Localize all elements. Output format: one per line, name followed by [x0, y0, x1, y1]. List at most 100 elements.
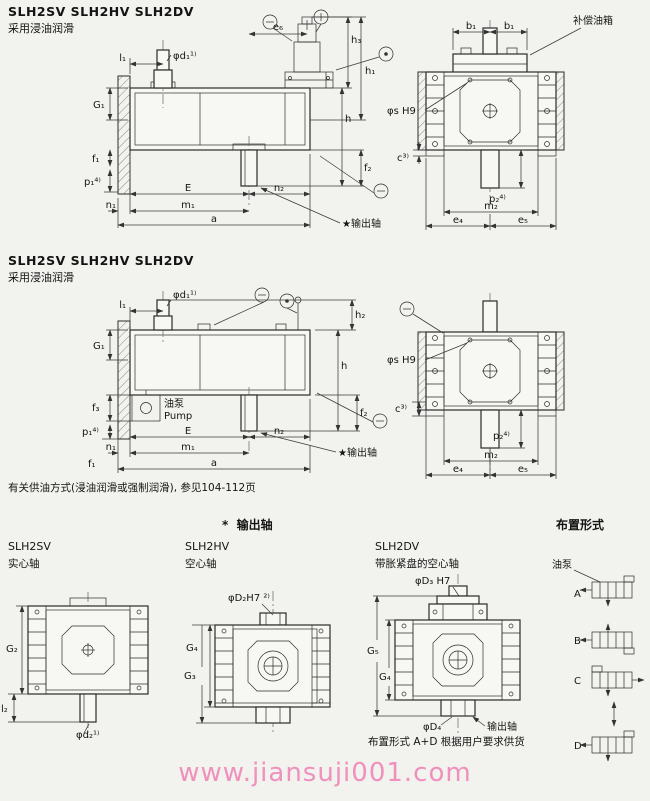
section-mid-subtitle: 采用浸油润滑: [8, 271, 74, 284]
compensation-tank: [452, 47, 528, 75]
labels-top-front: 补偿油箱 b₁ b₁ φs H9 c³⁾ p₂⁴⁾ m₂: [387, 14, 613, 230]
dim-label-m2: m₂: [484, 450, 498, 461]
shrink-disk: [428, 585, 488, 621]
dim-label-e5: e₅: [518, 464, 528, 475]
dim-label-d1: φd₁¹⁾: [173, 290, 196, 301]
dim-label-p1: p₁⁴⁾: [84, 177, 101, 188]
dim-label-l1: l₁: [119, 300, 126, 311]
drawing-mid-front-view: φs H9 c³⁾ p₂⁴⁾ m₂ e₄ e₅: [387, 293, 565, 479]
dim-label-m2: m₂: [484, 201, 498, 212]
variant-sv-model: SLH2SV: [8, 540, 51, 553]
dim-label-s: φs H9: [387, 106, 416, 117]
dimensions-mid-side: φd₁¹⁾ l₁ G₁ h₂ h f₂ f₃ 油泵 Pump: [82, 290, 377, 473]
gearbox-housing: [129, 81, 311, 151]
dim-label-G5: G₅: [367, 646, 379, 657]
dim-label-l1: l₁: [119, 53, 126, 64]
drawing-mid-side-view: φd₁¹⁾ l₁ G₁ h₂ h f₂ f₃ 油泵 Pump: [82, 287, 388, 473]
arrangement-label-a: A: [574, 589, 581, 600]
pump-label-cn: 油泵: [164, 397, 184, 410]
output-shaft: [240, 387, 258, 451]
output-shaft-arrow-label: 输出轴: [487, 720, 517, 733]
oil-pump: [131, 390, 161, 422]
gearbox-housing: [394, 619, 521, 701]
output-shaft-header: * 输出轴: [222, 518, 273, 532]
dim-label-b1a: b₁: [466, 21, 476, 32]
pump-unit: [284, 16, 334, 89]
arrangement-d: D: [574, 730, 635, 762]
dim-label-e5: e₅: [518, 215, 528, 226]
dim-label-e4: e₄: [453, 215, 463, 226]
dim-label-h1: h₁: [365, 66, 375, 77]
output-shaft-label: ★输出轴: [342, 217, 381, 230]
dim-label-n1: n₁: [106, 442, 116, 453]
dim-label-G4: G₄: [186, 643, 198, 654]
dim-label-p1: p₁⁴⁾: [82, 427, 99, 438]
supply-note: 有关供油方式(浸油润滑或强制润滑), 参见104-112页: [8, 482, 256, 494]
section-top-title: SLH2SV SLH2HV SLH2DV: [8, 4, 194, 19]
dim-label-n2: n₂: [274, 183, 284, 194]
drawing-arrangements: 油泵 A B C: [552, 558, 645, 762]
arrangement-b: B: [574, 623, 635, 655]
dim-label-p2: p₂⁴⁾: [489, 194, 506, 205]
dim-label-h2: h₂: [355, 310, 365, 321]
variant-hv-desc: 空心轴: [185, 558, 217, 570]
hollow-shaft-hub-bottom: [255, 706, 291, 724]
dim-label-G2: G₂: [6, 644, 18, 655]
drawing-sv-solid-shaft: G₂ l₂ φd₂¹⁾: [1, 592, 149, 741]
variant-hv-model: SLH2HV: [185, 540, 230, 553]
dimensions-sv: G₂ l₂ φd₂¹⁾: [1, 605, 99, 741]
callout-icon: [262, 14, 278, 30]
dim-label-f3: f₃: [92, 403, 100, 414]
dim-label-n2: n₂: [274, 426, 284, 437]
dim-label-G3: G₃: [184, 671, 196, 682]
callout-icon: [373, 183, 389, 199]
arrangement-c: C: [574, 665, 645, 697]
arrangement-a: A: [574, 575, 635, 607]
input-shaft: [482, 27, 498, 55]
dim-label-l2: l₂: [1, 704, 8, 715]
hollow-shaft-hub-bottom: [440, 699, 476, 717]
drawing-top-side-view: φd₁¹⁾ l₁ G₁ e₆ h₃ h₁ h f₂: [84, 9, 394, 230]
dimensions-dv: φD₃ H7 G₅ G₄ φD₄ 输出轴: [367, 576, 517, 733]
dim-label-n1: n₁: [106, 200, 116, 211]
dim-label-G4: G₄: [379, 672, 391, 683]
gearbox-housing: [27, 605, 149, 695]
variant-dv-desc: 带胀紧盘的空心轴: [375, 558, 459, 570]
pump-label-en: Pump: [164, 411, 192, 422]
arrangement-label-b: B: [574, 636, 581, 647]
dim-label-m1: m₁: [181, 442, 195, 453]
dim-label-s: φs H9: [387, 355, 416, 366]
hollow-shaft-hub-top: [259, 612, 287, 626]
dim-label-c: c³⁾: [397, 153, 409, 164]
output-shaft: [79, 693, 97, 723]
section-mid-title: SLH2SV SLH2HV SLH2DV: [8, 253, 194, 268]
dim-label-h: h: [345, 114, 351, 125]
dim-label-D3: φD₃ H7: [415, 576, 450, 587]
mounting-wall: [117, 75, 131, 195]
variant-dv-model: SLH2DV: [375, 540, 420, 553]
dim-label-f1: f₁: [88, 459, 96, 470]
arrangement-note: 布置形式 A+D 根据用户要求供货: [368, 736, 525, 748]
arrangement-header: 布置形式: [556, 518, 605, 532]
input-shaft: [482, 300, 498, 333]
gearbox-housing: [425, 71, 557, 157]
oil-dipstick: [294, 296, 302, 330]
output-shaft: [480, 149, 500, 189]
callout-icon: [372, 413, 388, 429]
dim-label-m1: m₁: [181, 200, 195, 211]
drawing-hv-hollow-shaft: φD₂H7 ²⁾ G₄ G₃: [184, 591, 331, 733]
dim-label-h: h: [341, 361, 347, 372]
callout-icons: [399, 301, 444, 334]
drawing-dv-shrink-disk: φD₃ H7 G₅ G₄ φD₄ 输出轴: [367, 574, 521, 734]
dim-label-G1: G₁: [93, 341, 105, 352]
output-shaft: [480, 409, 500, 449]
tank-label: 补偿油箱: [573, 14, 613, 27]
watermark: www.jiansuji001.com: [178, 758, 472, 788]
gearbox-housing: [129, 323, 311, 396]
dim-label-b1b: b₁: [504, 21, 514, 32]
callout-icon: [378, 46, 394, 62]
dim-label-E: E: [185, 183, 191, 194]
arrangement-label-d: D: [574, 741, 582, 752]
output-shaft-label: ★输出轴: [338, 446, 377, 459]
